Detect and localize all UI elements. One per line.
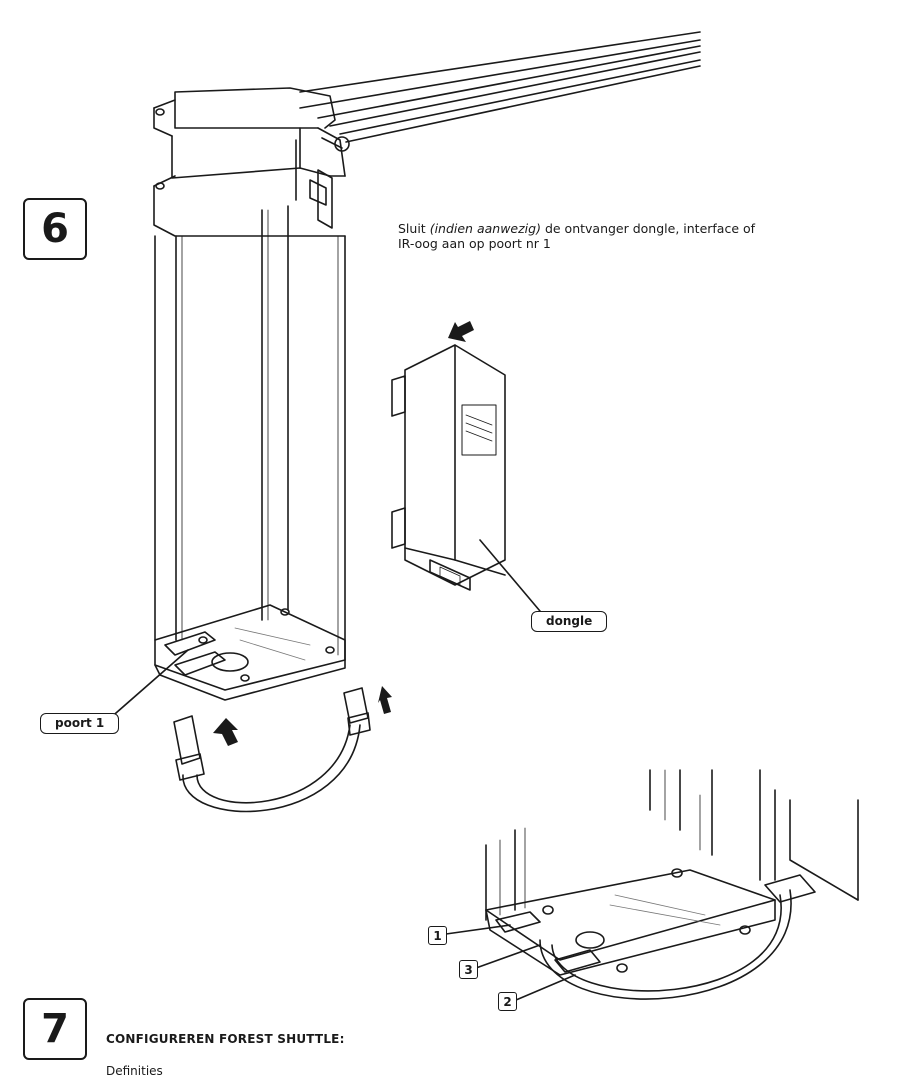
motor-body [154,205,346,661]
instruction-emphasis: (indien aanwezig) [429,221,541,236]
section-7-cutoff-text: Definities [106,1064,163,1078]
step-6-badge: 6 [23,198,87,260]
arrow-up-icon-2 [378,686,392,714]
detail-callout-1: 1 [428,926,447,945]
arrow-left-icon [448,321,474,342]
curtain-rail [299,31,701,143]
dongle-label: dongle [531,611,608,632]
cable [173,687,371,813]
motor-end-cap [154,604,346,701]
arrow-up-icon [213,718,238,746]
section-7-heading: CONFIGUREREN FOREST SHUTTLE: [106,1032,345,1046]
detail-callout-2: 2 [498,992,517,1011]
dongle-device [391,344,506,591]
port-detail-illustration [445,769,859,1001]
instruction-line1-rest: de ontvanger dongle, interface of [540,221,756,236]
instruction-line-1: Sluit (indien aanwezig) de ontvanger don… [398,221,798,236]
poort1-leader-line [107,649,189,721]
instruction-prefix: Sluit [398,221,430,236]
detail-callout-3: 3 [459,960,478,979]
step-6-instruction: Sluit (indien aanwezig) de ontvanger don… [398,221,798,251]
step-7-badge: 7 [23,998,87,1060]
instruction-line-2: IR-oog aan op poort nr 1 [398,236,551,251]
motor-head [153,87,350,237]
poort-1-label: poort 1 [40,713,120,734]
dongle-leader-line [479,539,546,618]
